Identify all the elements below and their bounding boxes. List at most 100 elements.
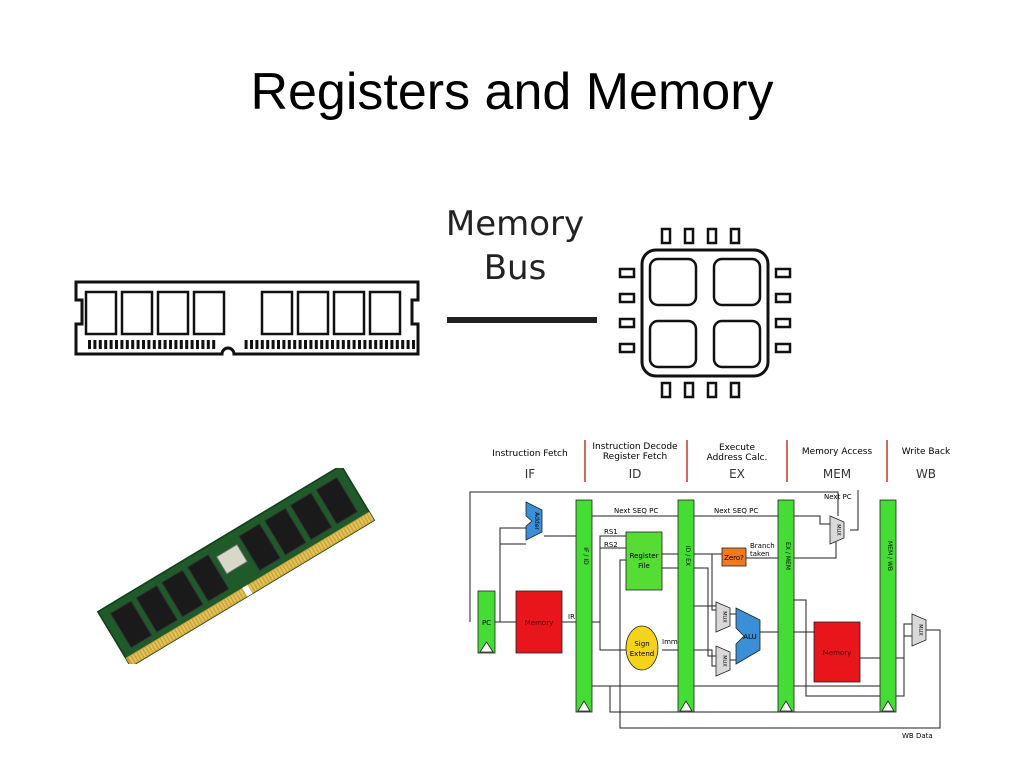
stage-header-if: Instruction Fetch IF [492,449,567,481]
ram-pin [385,340,388,349]
slide-title: Registers and Memory [250,63,774,121]
pc-register: PC [477,590,496,654]
ram-gold-finger [364,514,371,523]
ram-pin [287,340,291,349]
sign-extend-label-2: Extend [630,650,655,658]
ram-pin [277,340,280,349]
branch-taken-label-1: Branch [750,542,775,550]
ram-gold-finger [338,530,345,539]
ram-gold-finger [157,638,164,647]
ram-gold-finger [216,603,222,612]
ram-pin [136,340,140,349]
ram-pin [190,340,194,349]
ram-pin [115,340,118,349]
ram-gold-finger [361,516,368,525]
ram-gold-finger [367,512,374,521]
next-pc-label: Next PC [824,493,852,501]
ram-gold-finger [128,656,135,664]
ram-gold-finger [271,570,278,579]
ram-gold-finger [297,554,304,563]
ram-gold-finger [321,540,327,549]
memory-bus-label-line1: Memory [445,204,585,244]
ram-pin [88,340,91,349]
ram-pin [179,340,183,349]
ram-gold-finger [315,544,322,553]
stage-name-line1: Instruction Decode [592,442,678,452]
ram-gold-finger [230,594,237,603]
ram-gold-finger [210,607,217,616]
ram-pin [196,340,199,349]
ram-gold-finger [213,605,220,614]
instruction-memory-label: Memory [525,619,553,627]
memory-bus-label-line2: Bus [483,248,547,288]
ram-gold-finger [286,561,292,570]
ram-gold-finger [160,637,167,645]
ram-pin [368,340,372,349]
rs2-label: RS2 [604,541,618,549]
zero-test-unit: Zero? [721,547,747,567]
sign-extend-unit: Sign Extend [625,625,659,671]
ram-pin [174,340,178,349]
pipeline-latch-2: ID / EX [677,499,695,713]
pipeline-latch-1: IF / ID [575,499,593,713]
ram-gold-finger [175,628,182,637]
ram-pin [98,340,102,349]
ram-pin [131,340,135,349]
ram-pin [401,340,405,349]
wb-data-label: WB Data [902,732,933,740]
ram-pin [363,340,367,349]
ram-gold-finger [227,596,234,605]
ram-gold-finger [318,542,324,551]
ram-gold-finger [259,577,266,586]
ram-stick-photo [96,468,376,664]
ram-gold-finger [178,626,185,635]
stage-abbr: WB [916,467,936,481]
ram-gold-finger [274,568,281,577]
ram-gold-finger [248,584,255,593]
mux-label: MUX [917,624,923,636]
ram-pin [125,340,129,349]
ex-mux-lower: MUX [715,645,731,677]
ram-gold-finger [154,640,161,649]
ram-pin [158,340,162,349]
ram-gold-finger [303,551,310,560]
ram-pin [374,340,378,349]
ram-pin [395,340,399,349]
ram-pin [320,340,324,349]
latch-label: IF / ID [582,547,589,565]
ram-gold-finger [201,612,208,621]
ram-gold-finger [152,642,158,651]
ram-gold-finger [134,652,141,661]
ram-gold-finger [268,572,275,581]
ram-pin [163,340,167,349]
mux-label: MUX [721,655,727,667]
ram-gold-finger [236,591,243,600]
ram-pin [309,340,313,349]
stage-header-ex: Execute Address Calc. EX [707,443,768,481]
ram-gold-finger [140,649,147,658]
ram-gold-finger [329,535,336,544]
branch-taken-label-2: taken [750,550,770,558]
ram-gold-finger [326,537,333,546]
next-seq-pc-label-2: Next SEQ PC [714,507,758,515]
sign-extend-label-1: Sign [634,640,649,648]
ram-gold-finger [131,654,138,663]
ram-pin [390,340,394,349]
ram-pin [347,340,351,349]
alu-label: ALU [743,633,756,641]
instruction-memory: Memory [515,590,563,654]
ram-pin [169,340,172,349]
ram-pin [304,340,307,349]
ram-gold-finger [181,624,187,633]
ram-gold-finger [332,533,339,542]
ram-gold-finger [288,559,295,568]
ram-gold-finger [358,517,365,526]
latch-label: EX / MEM [784,542,791,570]
memory-bus-label: Memory Bus [420,202,610,290]
ram-gold-finger [207,608,214,617]
cpu-chip-icon [618,227,792,399]
stage-name: Write Back [902,447,951,457]
ram-gold-finger [283,563,289,572]
ram-gold-finger [291,558,298,567]
data-memory-label: Memory [823,649,851,657]
